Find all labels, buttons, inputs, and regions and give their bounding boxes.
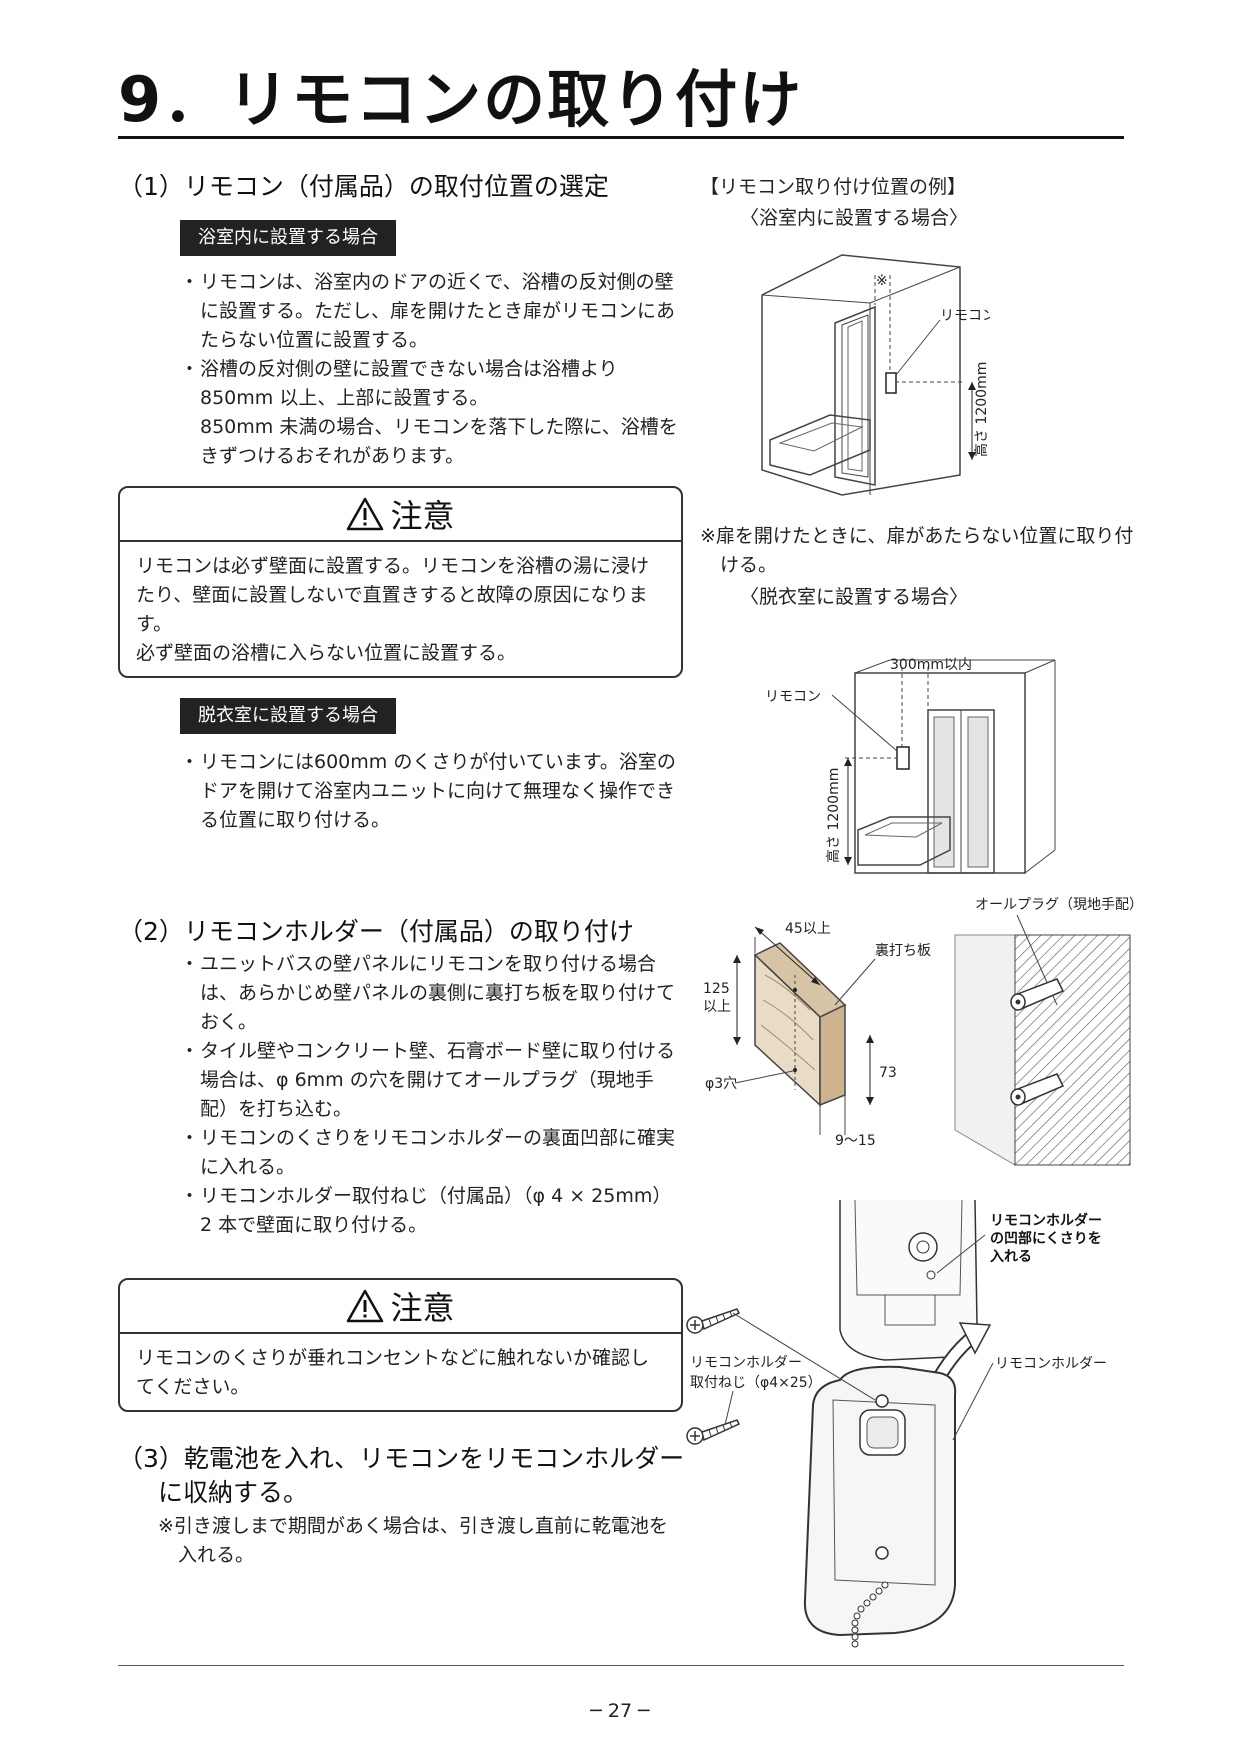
- backing-board-diagram: 45以上 裏打ち板 125 以上 φ3穴 73 9〜15: [703, 921, 931, 1149]
- label-45: 45以上: [785, 921, 831, 937]
- warning-icon: [347, 497, 384, 531]
- chain-icon: [851, 1581, 889, 1648]
- caution-text-1b: 必ず壁面の浴槽に入らない位置に設置する。: [136, 642, 517, 664]
- wall-plug-lower-icon: [1010, 1073, 1065, 1106]
- holder-bullet-2: タイル壁やコンクリート壁、石膏ボード壁に取り付ける場合は、φ 6mm の穴を開け…: [180, 1037, 680, 1124]
- label-backing: 裏打ち板: [875, 942, 931, 959]
- caution-box-2: 注意 リモコンのくさりが垂れコンセントなどに触れないか確認してください。: [118, 1278, 683, 1412]
- dressing-install-diagram: 300mm以内 リモコン 高さ 1200mm: [765, 657, 1056, 874]
- page-number: ─ 27 ─: [590, 1700, 650, 1722]
- label-mark: ※: [876, 273, 888, 289]
- figure1-note: ※扉を開けたときに、扉があたらない位置に取り付ける。: [700, 525, 1134, 576]
- section1-heading: （1）リモコン（付属品）の取付位置の選定: [118, 172, 609, 201]
- label-recess-2: の凹部にくさりを: [990, 1230, 1102, 1247]
- label-hole: φ3穴: [705, 1076, 737, 1092]
- warning-icon: [347, 1289, 384, 1323]
- label-remote-2: リモコン: [765, 689, 821, 705]
- section2-heading: （2）リモコンホルダー（付属品）の取り付け: [118, 917, 634, 946]
- holder-bullet-3: リモコンのくさりをリモコンホルダーの裏面凹部に確実に入れる。: [180, 1124, 680, 1182]
- dressing-badge: 脱衣室に設置する場合: [180, 698, 396, 734]
- label-screw-1: リモコンホルダー: [690, 1355, 802, 1371]
- bathroom-bullet-1: リモコンは、浴室内のドアの近くで、浴槽の反対側の壁に設置する。ただし、扉を開けた…: [180, 268, 680, 355]
- caution-box-1: 注意 リモコンは必ず壁面に設置する。リモコンを浴槽の湯に浸けたり、壁面に設置しな…: [118, 486, 683, 678]
- label-300: 300mm以内: [890, 657, 972, 673]
- figure1-sub1: 〈浴室内に設置する場合〉: [740, 207, 969, 229]
- label-73: 73: [879, 1065, 897, 1081]
- figure1-sub2: 〈脱衣室に設置する場合〉: [740, 586, 969, 608]
- bathroom-bullets: リモコンは、浴室内のドアの近くで、浴槽の反対側の壁に設置する。ただし、扉を開けた…: [180, 268, 680, 471]
- caution-title-2: 注意: [390, 1289, 455, 1327]
- screw-lower-icon: [686, 1419, 741, 1445]
- caution-body-2: リモコンのくさりが垂れコンセントなどに触れないか確認してください。: [120, 1334, 681, 1410]
- label-recess-3: 入れる: [990, 1249, 1032, 1265]
- caution-title-1: 注意: [390, 497, 455, 535]
- label-915: 9〜15: [835, 1133, 876, 1149]
- label-125a: 125: [703, 981, 730, 997]
- label-125b: 以上: [703, 999, 731, 1015]
- section3-heading-line1: （3）乾電池を入れ、リモコンをリモコンホルダー: [118, 1444, 685, 1473]
- dressing-bullet-1: リモコンには600mm のくさりが付いています。浴室のドアを開けて浴室内ユニット…: [180, 748, 680, 835]
- caution-header-2: 注意: [120, 1280, 681, 1334]
- label-holder: リモコンホルダー: [995, 1356, 1107, 1372]
- dressing-bullets: リモコンには600mm のくさりが付いています。浴室のドアを開けて浴室内ユニット…: [180, 748, 680, 835]
- page-title: 9．リモコンの取り付け: [118, 63, 804, 136]
- caution-text-2: リモコンのくさりが垂れコンセントなどに触れないか確認してください。: [136, 1347, 650, 1398]
- title-rule: [118, 136, 1124, 139]
- label-remote: リモコン: [940, 308, 990, 324]
- section3-note: ※引き渡しまで期間があく場合は、引き渡し直前に乾電池を入れる。: [158, 1515, 668, 1566]
- label-plug: オールプラグ（現地手配）: [975, 897, 1135, 913]
- holder-bullet-1: ユニットバスの壁パネルにリモコンを取り付ける場合は、あらかじめ壁パネルの裏側に裏…: [180, 950, 680, 1037]
- label-height: 高さ 1200mm: [973, 362, 990, 457]
- bathroom-bullet-2: 浴槽の反対側の壁に設置できない場合は浴槽より850mm 以上、上部に設置する。8…: [180, 355, 680, 471]
- caution-text-1a: リモコンは必ず壁面に設置する。リモコンを浴槽の湯に浸けたり、壁面に設置しないで直…: [136, 555, 650, 635]
- bathroom-install-diagram: ※ リモコン 高さ 1200mm: [761, 254, 990, 496]
- wall-plug-upper-icon: [1010, 978, 1065, 1011]
- remote-holder-diagram: リモコンホルダー の凹部にくさりを 入れる リモコンホルダー 取付ねじ（φ4×2…: [686, 1199, 1107, 1648]
- label-screw-2: 取付ねじ（φ4×25）: [690, 1375, 822, 1391]
- arrow-icon: [958, 1322, 992, 1355]
- holder-bullets: ユニットバスの壁パネルにリモコンを取り付ける場合は、あらかじめ壁パネルの裏側に裏…: [180, 950, 680, 1240]
- bathroom-bullet-2-note: 850mm 未満の場合、リモコンを落下した際に、浴槽をきずつけるおそれがあります…: [200, 416, 678, 467]
- wall-plug-diagram: オールプラグ（現地手配）: [954, 897, 1135, 1166]
- screw-upper-icon: [686, 1308, 741, 1334]
- bathroom-badge: 浴室内に設置する場合: [180, 220, 396, 256]
- holder-bullet-4: リモコンホルダー取付ねじ（付属品）（φ 4 × 25mm）2 本で壁面に取り付け…: [180, 1182, 680, 1240]
- section3-heading-line2: に収納する。: [158, 1478, 309, 1507]
- label-recess-1: リモコンホルダー: [990, 1212, 1102, 1229]
- caution-body-1: リモコンは必ず壁面に設置する。リモコンを浴槽の湯に浸けたり、壁面に設置しないで直…: [120, 542, 681, 676]
- figure1-title: 【リモコン取り付け位置の例】: [700, 176, 967, 198]
- caution-header-1: 注意: [120, 488, 681, 542]
- label-height-2: 高さ 1200mm: [825, 768, 842, 863]
- footer-rule: [118, 1665, 1124, 1666]
